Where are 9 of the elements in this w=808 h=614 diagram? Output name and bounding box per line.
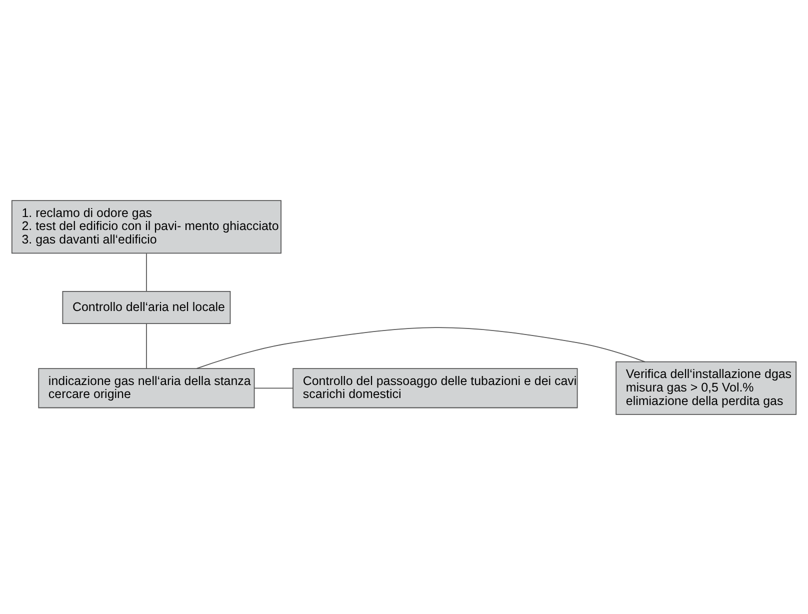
node-box: 1. reclamo di odore gas 2. test del edificio con il pavi- mento ghiacciato 3. gas davanti all‘edificio: [11, 200, 282, 254]
connector: [146, 252, 147, 292]
connector: [254, 387, 294, 388]
node-box: indicazione gas nell‘aria della stanza cercare origine: [38, 368, 255, 408]
node-box: Verifica dell‘installazione dgas misura gas > 0,5 Vol.% elimiazione della perdita gas: [616, 360, 797, 414]
node-box: Controllo dell‘aria nel locale: [62, 290, 231, 324]
connector: [146, 322, 147, 368]
connector: [196, 326, 646, 368]
node-box: Controllo del passoaggo delle tubazioni e dei cavi scarichi domestici: [292, 368, 578, 408]
